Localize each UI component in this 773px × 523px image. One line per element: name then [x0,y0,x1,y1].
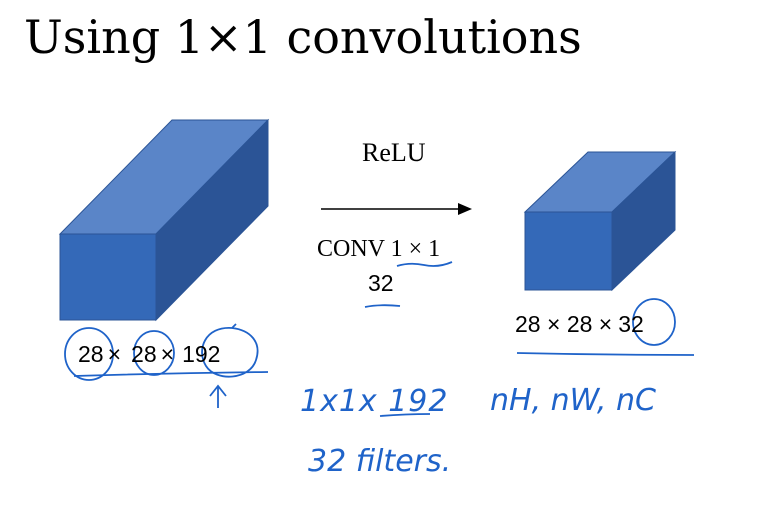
filters-count-note: 32 filters. [308,444,452,479]
output-volume-front-face [524,211,613,291]
output-height: 28 [515,311,541,337]
input-volume [58,118,270,322]
output-channel-circle [632,298,676,346]
conv-size-underline [396,261,453,267]
input-width: 28 [131,341,157,367]
filters-underline [364,304,401,308]
output-volume [523,150,677,292]
transform-arrow [321,203,472,215]
slide-title: Using 1×1 convolutions [24,10,582,64]
times-sign: × [598,311,613,337]
output-channels: 32 [618,311,644,337]
conv-label: CONV 1 × 1 [317,236,440,263]
filter-depth-underline [379,413,431,417]
input-width-circle [133,330,175,376]
times-sign: × [107,341,122,367]
input-dims-underline [73,371,269,377]
activation-label: ReLU [362,138,426,167]
times-sign: × [160,341,175,367]
output-width: 28 [566,311,593,337]
input-volume-front-face [59,233,157,321]
filter-shape-note: 1x1x 192 [300,384,449,419]
conv-text: CONV [317,236,385,262]
dimension-notation-note: nH, nW, nC [490,383,656,418]
conv-size: 1 × 1 [390,236,441,262]
up-arrow [209,384,227,408]
output-dimensions: 28 × 28 ×32 [515,311,644,338]
input-height: 28 [78,341,104,367]
input-channels: 192 [182,341,221,367]
input-dimensions: 28×28×192 [78,341,220,368]
output-dims-underline [516,352,695,356]
input-height-circle [64,327,114,381]
times-sign: × [546,311,561,337]
num-filters: 32 [368,270,394,296]
input-channel-circle [201,323,259,378]
